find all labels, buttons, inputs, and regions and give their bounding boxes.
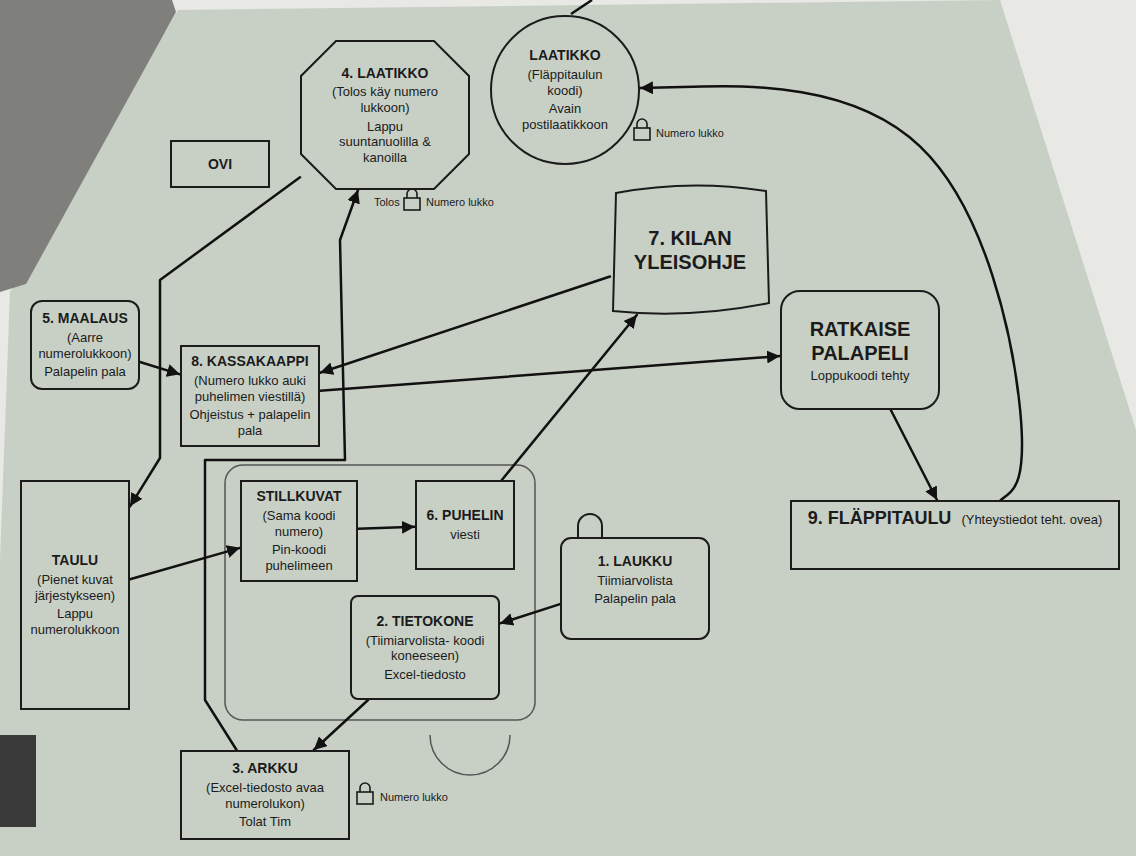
node-text: Pin-koodi puhelimeen	[248, 542, 350, 573]
padlock-shackle	[407, 189, 417, 198]
node-heading: STILLKUVAT	[256, 488, 341, 505]
flow-arrow	[130, 548, 240, 579]
node-heading: OVI	[208, 156, 232, 173]
padlock-shackle	[637, 119, 647, 128]
node-text: (Tolos käy numero lukkoon)	[326, 84, 444, 115]
node-heading: 6. PUHELIN	[426, 507, 503, 524]
node-text: Loppukoodi tehty	[810, 368, 909, 384]
lock-label: Numero lukko	[378, 791, 450, 805]
node-heading: TAULU	[52, 552, 98, 569]
node-text: (Excel-tiedosto avaa numerolukon)	[188, 780, 342, 811]
room-item-box: 1. LAUKKU TiimiarvolistaPalapelin pala	[560, 520, 710, 640]
node-text: (Tiimiarvolista- koodi koneeseen)	[358, 633, 492, 664]
node-text: Lappu suuntanuolilla & kanoilla	[326, 119, 444, 166]
outline-shape	[613, 185, 769, 313]
node-heading: 5. MAALAUS	[42, 310, 128, 327]
node-text: (Pienet kuvat järjestykseen)	[28, 572, 122, 603]
node-heading: 2. TIETOKONE	[377, 613, 474, 630]
node-text: Avain postilaatikkoon	[512, 101, 618, 132]
lock-label: Numero lukko	[424, 196, 496, 210]
node-heading: 9. FLÄPPITAULU	[808, 508, 952, 530]
node-text: (Fläppitaulun koodi)	[512, 67, 618, 98]
flow-arrow	[891, 410, 937, 500]
flow-arrow	[502, 315, 637, 480]
room-item-box: RATKAISE PALAPELI Loppukoodi tehty	[780, 290, 940, 410]
room-item-box: LAATIKKO (Fläppitaulun koodi)Avain postil…	[490, 15, 640, 165]
room-item-box: 3. ARKKU (Excel-tiedosto avaa numerolukon…	[180, 750, 350, 840]
node-heading: 8. KASSAKAAPPI	[191, 353, 308, 370]
node-text: (Yhteystiedot teht. ovea)	[961, 512, 1102, 528]
fabric-object	[0, 735, 36, 827]
node-outline	[610, 185, 770, 315]
node-text: (Numero lukko auki puhelimen viestillä)	[188, 373, 312, 404]
node-text: Excel-tiedosto	[384, 667, 466, 683]
room-item-box: STILLKUVAT (Sama koodi numero)Pin-koodi p…	[240, 480, 358, 582]
node-heading: LAATIKKO	[529, 47, 600, 64]
room-item-box: 8. KASSAKAAPPI (Numero lukko auki puhelim…	[180, 345, 320, 447]
room-item-box: 5. MAALAUS (Aarre numerolukkoon) Palapelin…	[30, 300, 140, 390]
incoming-line	[571, 0, 592, 14]
room-item-box: TAULU (Pienet kuvat järjestykseen)Lappu n…	[20, 480, 130, 710]
flow-arrow	[358, 527, 415, 529]
padlock-shackle	[578, 514, 602, 538]
node-text: (Aarre numerolukkoon)	[38, 330, 132, 361]
flow-arrow	[500, 604, 560, 623]
node-text: Palapelin pala	[594, 591, 676, 607]
padlock-body	[357, 792, 373, 804]
table-outline	[225, 465, 535, 720]
padlock-icons	[357, 119, 650, 804]
outline-shape	[561, 538, 709, 639]
node-text: (Sama koodi numero)	[248, 508, 350, 539]
node-text: Lappu numerolukkoon	[28, 606, 122, 637]
room-item-box: 4. LAATIKKO (Tolos käy numero lukkoon) Lap…	[300, 40, 470, 190]
lock-label: Tolos	[372, 196, 402, 210]
folder	[0, 0, 176, 292]
outline-shape	[301, 41, 469, 189]
room-item-box: 7. KILAN YLEISOHJE	[610, 185, 770, 315]
node-text: Palapelin pala	[44, 364, 126, 380]
room-item-box: 9. FLÄPPITAULU (Yhteystiedot teht. ovea)	[790, 500, 1120, 570]
flow-arrow	[130, 177, 300, 506]
flow-arrow	[320, 356, 780, 391]
padlock-shackle	[360, 783, 370, 792]
chair-outline	[430, 735, 510, 775]
padlock-body	[404, 198, 420, 210]
flow-arrow	[314, 700, 368, 750]
node-text: Tolat Tim	[239, 814, 291, 830]
node-heading: RATKAISE PALAPELI	[794, 317, 926, 365]
node-heading: 7. KILAN YLEISOHJE	[628, 226, 752, 274]
node-heading: 3. ARKKU	[232, 760, 298, 777]
padlock-body	[634, 128, 650, 140]
lock-label: Numero lukko	[654, 127, 726, 141]
node-text: viesti	[450, 527, 480, 543]
node-heading: 4. LAATIKKO	[342, 65, 429, 82]
flow-arrow	[140, 362, 180, 374]
flow-arrow	[320, 277, 610, 373]
node-heading: 1. LAUKKU	[598, 553, 673, 570]
flow-arrow	[205, 190, 358, 750]
node-text: Ohjeistus + palapelin pala	[188, 407, 312, 438]
node-text: Tiimiarvolista	[597, 573, 672, 589]
room-item-box: 6. PUHELIN viesti	[415, 480, 515, 570]
room-item-box: 2. TIETOKONE (Tiimiarvolista- koodi konee…	[350, 595, 500, 700]
outline-shape	[491, 16, 639, 164]
room-item-box: OVI	[170, 140, 270, 188]
